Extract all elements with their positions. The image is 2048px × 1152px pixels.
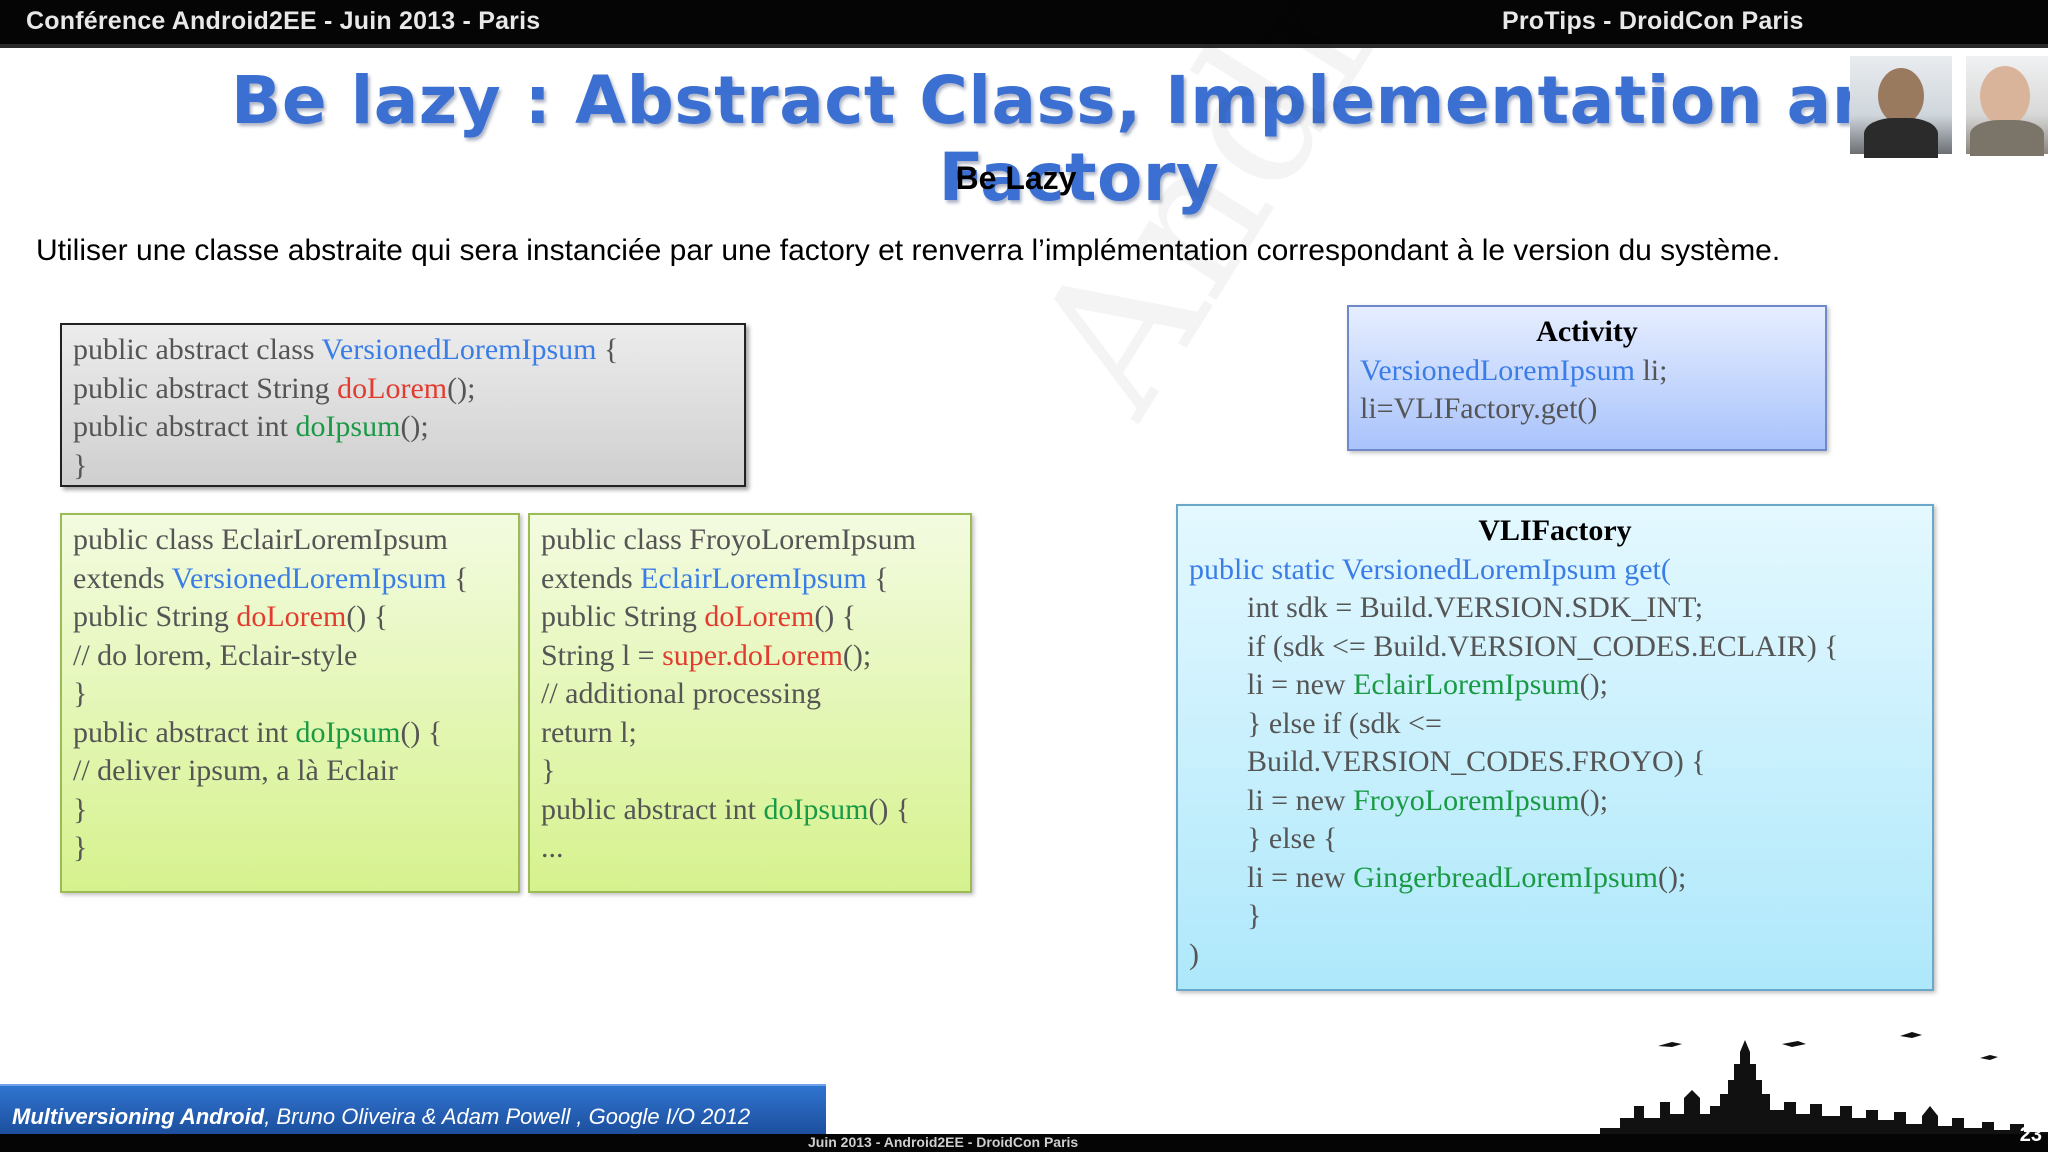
code-text: (); xyxy=(1657,860,1687,894)
code-text: { xyxy=(446,561,469,595)
code-text: () { xyxy=(400,715,443,749)
code-text: () { xyxy=(814,600,857,633)
code-line: public static VersionedLoremIpsum get( xyxy=(1189,552,1671,586)
code-text: li = new xyxy=(1247,860,1354,894)
code-line: // additional processing xyxy=(541,677,821,710)
code-line: // do lorem, Eclair-style xyxy=(73,638,358,672)
method-name: doLorem xyxy=(236,600,347,633)
code-text: () { xyxy=(346,600,389,633)
method-name: doIpsum xyxy=(295,715,401,749)
code-text: { xyxy=(866,561,889,595)
code-line: if (sdk <= Build.VERSION_CODES.ECLAIR) { xyxy=(1247,629,1839,663)
code-line: public class EclairLoremIpsum xyxy=(73,523,448,556)
class-name: GingerbreadLoremIpsum xyxy=(1353,860,1658,894)
code-text: public abstract int xyxy=(73,410,296,443)
code-line: } else if (sdk <= xyxy=(1247,706,1442,740)
code-line: } xyxy=(73,677,88,710)
class-name: VersionedLoremIpsum xyxy=(1360,353,1635,387)
code-text: public String xyxy=(73,600,237,633)
factory-box: VLIFactory public static VersionedLoremI… xyxy=(1176,504,1934,991)
paris-skyline-logo xyxy=(1600,1032,2048,1140)
method-name: doLorem xyxy=(337,371,448,405)
method-name: doIpsum xyxy=(763,792,869,826)
factory-heading: VLIFactory xyxy=(1478,514,1632,547)
header-bar: Conférence Android2EE - Juin 2013 - Pari… xyxy=(0,0,2048,48)
code-line: public class FroyoLoremIpsum xyxy=(541,523,916,556)
code-text: li = new xyxy=(1247,668,1354,701)
presenter-shirt xyxy=(1970,120,2044,156)
activity-heading: Activity xyxy=(1536,315,1638,348)
class-name: VersionedLoremIpsum xyxy=(321,333,597,366)
code-line: li=VLIFactory.get() xyxy=(1360,392,1598,425)
code-text: li; xyxy=(1634,353,1668,387)
code-text: (); xyxy=(842,638,872,672)
class-name: FroyoLoremIpsum xyxy=(1353,783,1580,817)
code-text: () { xyxy=(868,792,911,826)
bottom-bar: Juin 2013 - Android2EE - DroidCon Paris xyxy=(0,1134,2048,1152)
bottom-bar-text: Juin 2013 - Android2EE - DroidCon Paris xyxy=(808,1134,1079,1150)
code-line: } else { xyxy=(1247,822,1338,855)
code-line: } xyxy=(541,754,556,787)
class-name: EclairLoremIpsum xyxy=(640,561,867,595)
code-text: { xyxy=(596,333,619,366)
method-name: super.doLorem xyxy=(662,638,843,672)
abstract-class-box: public abstract class VersionedLoremIpsu… xyxy=(60,323,746,487)
code-text: (); xyxy=(1579,668,1608,701)
page-number: 23 xyxy=(2019,1124,2042,1146)
code-text: public abstract int xyxy=(73,715,296,749)
code-text: String l = xyxy=(541,638,663,672)
slide-subtitle: Be Lazy xyxy=(955,160,1077,196)
footer-title: Multiversioning Android xyxy=(12,1104,265,1129)
code-line: ... xyxy=(541,831,564,864)
presenter-face xyxy=(1980,66,2030,126)
code-line: } xyxy=(73,831,88,864)
presenter-face xyxy=(1878,68,1924,124)
activity-box: Activity VersionedLoremIpsum li; li=VLIF… xyxy=(1347,305,1827,451)
code-line: } xyxy=(73,792,88,826)
class-name: VersionedLoremIpsum xyxy=(171,561,447,595)
code-text: li = new xyxy=(1247,783,1354,817)
class-name: EclairLoremIpsum xyxy=(1353,668,1580,701)
code-line: // deliver ipsum, a là Eclair xyxy=(73,754,398,787)
slide-description: Utiliser une classe abstraite qui sera i… xyxy=(36,234,1781,267)
code-text: public abstract class xyxy=(73,333,322,366)
method-name: doLorem xyxy=(704,600,815,633)
code-text: (); xyxy=(1579,783,1609,817)
code-line: int sdk = Build.VERSION.SDK_INT; xyxy=(1247,591,1704,624)
slide-title-wrap: Be lazy : Abstract Class, Implementation… xyxy=(0,62,2048,216)
code-line: } xyxy=(73,448,88,482)
code-line: Build.VERSION_CODES.FROYO) { xyxy=(1247,745,1706,778)
webcam-presenter-1 xyxy=(1850,56,1952,158)
code-text: extends xyxy=(73,561,172,595)
slide-title: Be lazy : Abstract Class, Implementation… xyxy=(231,62,1927,216)
code-text: (); xyxy=(400,410,429,443)
code-text: public String xyxy=(541,600,705,633)
code-text: extends xyxy=(541,561,641,595)
eclair-class-box: public class EclairLoremIpsum extends Ve… xyxy=(60,513,520,893)
code-text: public abstract int xyxy=(541,792,764,826)
source-footer: Multiversioning Android, Bruno Oliveira … xyxy=(0,1084,826,1134)
code-line: return l; xyxy=(541,715,637,749)
footer-authors: , Bruno Oliveira & Adam Powell , Google … xyxy=(264,1104,751,1129)
code-line: } xyxy=(1247,899,1262,932)
code-text: (); xyxy=(447,371,476,405)
code-line: ) xyxy=(1189,937,1199,971)
froyo-class-box: public class FroyoLoremIpsum extends Ecl… xyxy=(528,513,972,893)
footer-citation: Multiversioning Android, Bruno Oliveira … xyxy=(12,1104,750,1130)
presenter-shirt xyxy=(1864,118,1938,158)
event-title: ProTips - DroidCon Paris xyxy=(1502,7,1804,35)
method-name: doIpsum xyxy=(295,410,401,443)
code-text: public abstract String xyxy=(73,371,338,405)
webcam-presenter-2 xyxy=(1966,56,2048,156)
conference-title: Conférence Android2EE - Juin 2013 - Pari… xyxy=(26,7,541,35)
